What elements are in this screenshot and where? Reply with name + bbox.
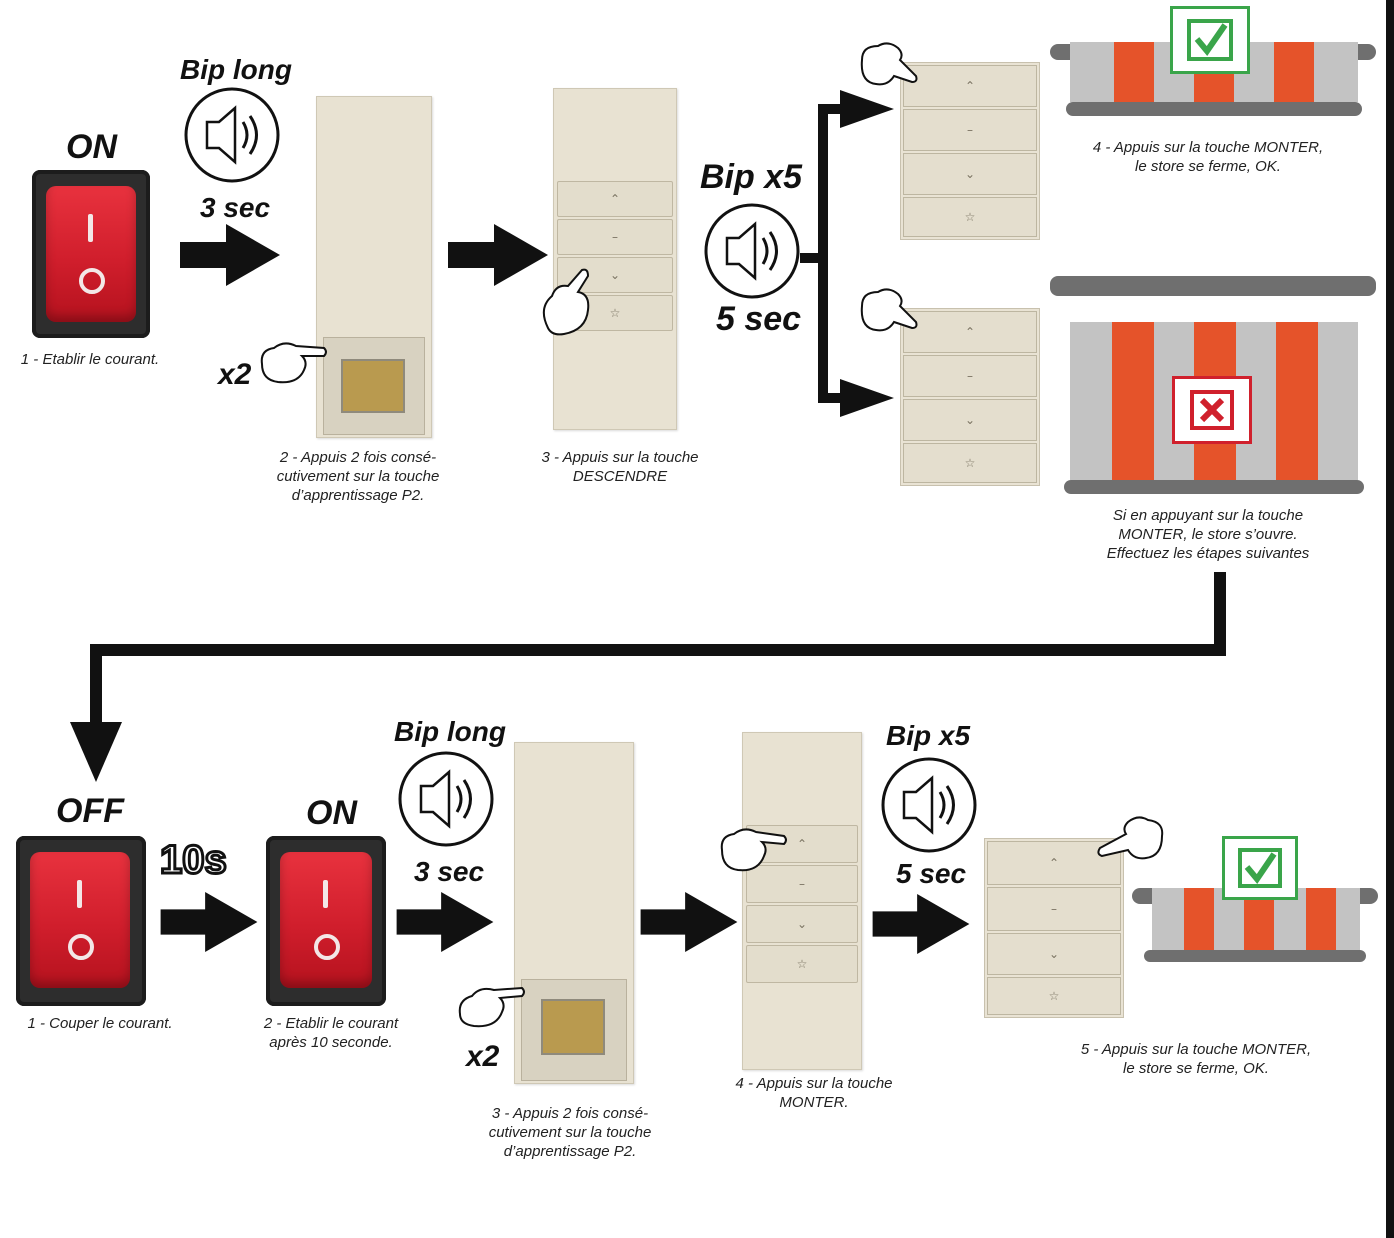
arrow-right-icon [180,224,280,286]
checkmark-icon [1170,6,1250,74]
key-stop[interactable]: – [557,219,673,255]
arrow-right-icon [872,894,970,954]
pointing-hand-icon[interactable] [538,268,596,340]
arrow-right-icon [448,224,548,286]
blind-rail-open [1050,276,1376,296]
speaker-icon [704,203,800,299]
connector-arrow [70,572,1226,782]
three-sec-label-bottom: 3 sec [414,856,485,887]
speaker-icon [398,751,494,847]
key-down[interactable]: ⌄ [903,399,1037,441]
key-fav[interactable]: ☆ [746,945,858,983]
x2-label-top: x2 [218,358,252,391]
power-switch-on-bottom[interactable] [266,836,386,1006]
key-fav[interactable]: ☆ [987,977,1121,1015]
x2-label-bottom: x2 [466,1040,500,1073]
key-up[interactable]: ⌃ [903,65,1037,107]
pointing-hand-icon[interactable] [1090,814,1166,866]
ten-s-label: 10s [159,837,229,884]
speaker-icon [881,757,977,853]
arrow-right-icon [396,892,494,952]
three-sec-label-top: 3 sec [200,192,271,223]
remote-descendre: ⌃ – ⌄ ☆ [553,88,677,430]
blind-bottom-rail-final [1144,950,1366,962]
pointing-hand-icon[interactable] [856,286,920,338]
cross-icon [1172,376,1252,444]
top-step1-caption: 1 - Etablir le courant. [20,351,160,368]
five-sec-label-bottom: 5 sec [896,858,967,889]
key-stop[interactable]: – [987,887,1121,931]
off-label: OFF [56,792,124,830]
power-switch-off[interactable] [16,836,146,1006]
key-down[interactable]: ⌄ [903,153,1037,195]
arrow-right-icon [640,892,738,952]
key-down[interactable]: ⌄ [987,933,1121,975]
on-label-bottom: ON [306,794,357,832]
pointing-hand-icon[interactable] [456,984,526,1040]
key-stop[interactable]: – [746,865,858,903]
key-fav[interactable]: ☆ [903,197,1037,237]
five-sec-label-top: 5 sec [716,300,802,338]
speaker-icon [184,87,280,183]
remote-panel-top: ⌃ – ⌄ ☆ [900,62,1040,240]
bip-long-label-top: Bip long [180,54,292,85]
bip-long-label-bottom: Bip long [394,716,506,747]
key-stop[interactable]: – [903,109,1037,151]
arrow-right-icon [160,892,258,952]
key-up[interactable]: ⌃ [557,181,673,217]
remote-open-bay-bottom [514,742,634,1084]
bip-x5-label-bottom: Bip x5 [886,720,971,751]
checkmark-icon [1222,836,1298,900]
pointing-hand-icon[interactable] [856,40,920,92]
bot-step3-caption: 3 - Appuis 2 fois consé-cutivement sur l… [488,1105,652,1160]
key-fav[interactable]: ☆ [903,443,1037,483]
bot-step1-caption: 1 - Couper le courant. [27,1015,173,1032]
branch-arrows [800,90,894,417]
power-switch-on[interactable] [32,170,150,338]
key-stop[interactable]: – [903,355,1037,397]
right-edge-bar [1386,0,1394,1238]
key-down[interactable]: ⌄ [746,905,858,943]
bip-x5-label-top: Bip x5 [700,158,803,196]
bot-step5-caption: 5 - Appuis sur la touche MONTER,le store… [1080,1041,1312,1077]
blind-bottom-rail-open [1064,480,1364,494]
top-step2-caption: 2 - Appuis 2 fois consé-cutivement sur l… [276,449,440,504]
on-label: ON [66,128,117,166]
remote-open-bay [316,96,432,438]
key-up[interactable]: ⌃ [903,311,1037,353]
blind-bottom-rail-top [1066,102,1362,116]
pointing-hand-icon[interactable] [258,338,328,386]
remote-monter: ⌃ – ⌄ ☆ [742,732,862,1070]
pointing-hand-icon[interactable] [718,822,788,876]
remote-panel-bottom: ⌃ – ⌄ ☆ [900,308,1040,486]
top-step4-caption: 4 - Appuis sur la touche MONTER,le store… [1092,139,1324,175]
